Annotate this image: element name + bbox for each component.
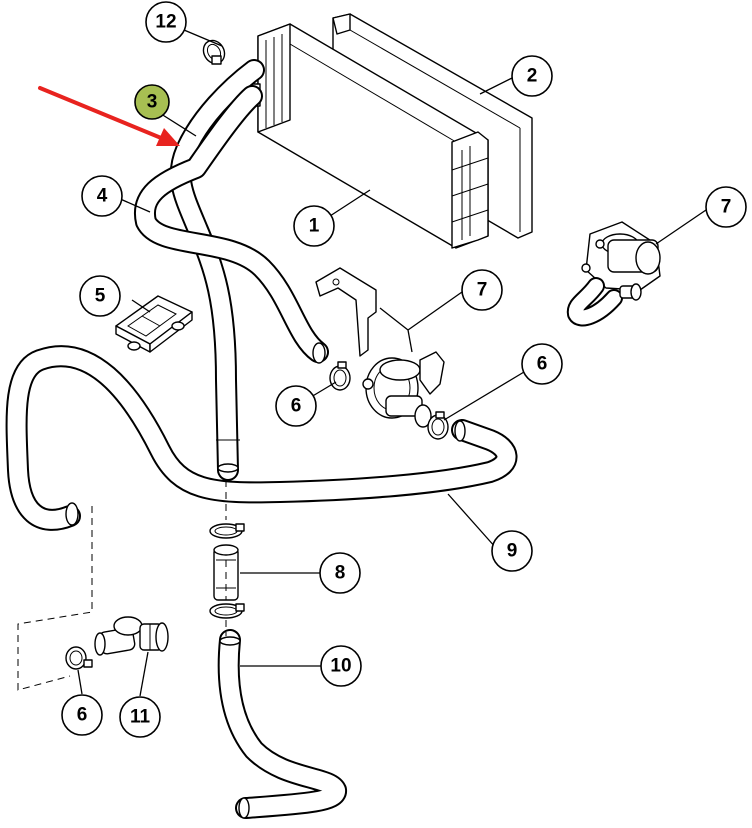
svg-text:12: 12 bbox=[155, 12, 176, 33]
dashed-reference-lines bbox=[17, 480, 227, 691]
callout-1: 1 bbox=[293, 205, 335, 247]
svg-text:7: 7 bbox=[721, 197, 732, 218]
hose-clamp bbox=[65, 646, 93, 670]
svg-text:4: 4 bbox=[97, 186, 108, 207]
callout-9: 9 bbox=[491, 530, 533, 572]
svg-text:7: 7 bbox=[477, 280, 488, 301]
callout-2: 2 bbox=[511, 55, 553, 97]
svg-text:6: 6 bbox=[537, 354, 548, 375]
hose-clamp-12 bbox=[202, 39, 226, 65]
callout-8: 8 bbox=[319, 552, 361, 594]
callout-11: 11 bbox=[119, 696, 161, 738]
coolant-hose-9 bbox=[5, 345, 518, 531]
red-pointer-arrow bbox=[38, 86, 180, 146]
coolant-hose-3 bbox=[169, 59, 265, 481]
leader-lines bbox=[77, 29, 707, 697]
callout-12: 12 bbox=[145, 1, 187, 43]
svg-text:3: 3 bbox=[147, 92, 158, 113]
callout-6-left: 6 bbox=[275, 385, 317, 427]
hose-clamp bbox=[329, 361, 351, 391]
coolant-hose-4 bbox=[133, 85, 329, 364]
callout-7-upper-right: 7 bbox=[705, 186, 747, 228]
svg-text:10: 10 bbox=[330, 656, 351, 677]
svg-text:9: 9 bbox=[507, 541, 518, 562]
svg-text:11: 11 bbox=[130, 707, 151, 728]
svg-text:6: 6 bbox=[291, 396, 302, 417]
callout-10: 10 bbox=[320, 645, 362, 687]
water-valve-alternate bbox=[566, 221, 661, 327]
svg-text:6: 6 bbox=[77, 705, 88, 726]
svg-text:5: 5 bbox=[95, 286, 106, 307]
callout-5: 5 bbox=[79, 275, 121, 317]
hose-clamp bbox=[427, 411, 449, 440]
callout-3-highlighted: 3 bbox=[134, 84, 170, 120]
hose-clamp bbox=[209, 603, 245, 619]
grommet-bracket-5 bbox=[115, 295, 193, 353]
svg-text:8: 8 bbox=[335, 563, 346, 584]
coolant-hose-10 bbox=[217, 629, 347, 819]
hose-clamp bbox=[209, 523, 245, 539]
callout-7-center: 7 bbox=[461, 269, 503, 311]
water-valve-with-bracket bbox=[315, 267, 445, 428]
callout-4: 4 bbox=[81, 175, 123, 217]
callout-6-right: 6 bbox=[521, 343, 563, 385]
svg-text:1: 1 bbox=[309, 216, 320, 237]
elbow-fitting-11 bbox=[94, 616, 169, 656]
svg-text:2: 2 bbox=[527, 66, 538, 87]
callout-6-bottom: 6 bbox=[61, 694, 103, 736]
